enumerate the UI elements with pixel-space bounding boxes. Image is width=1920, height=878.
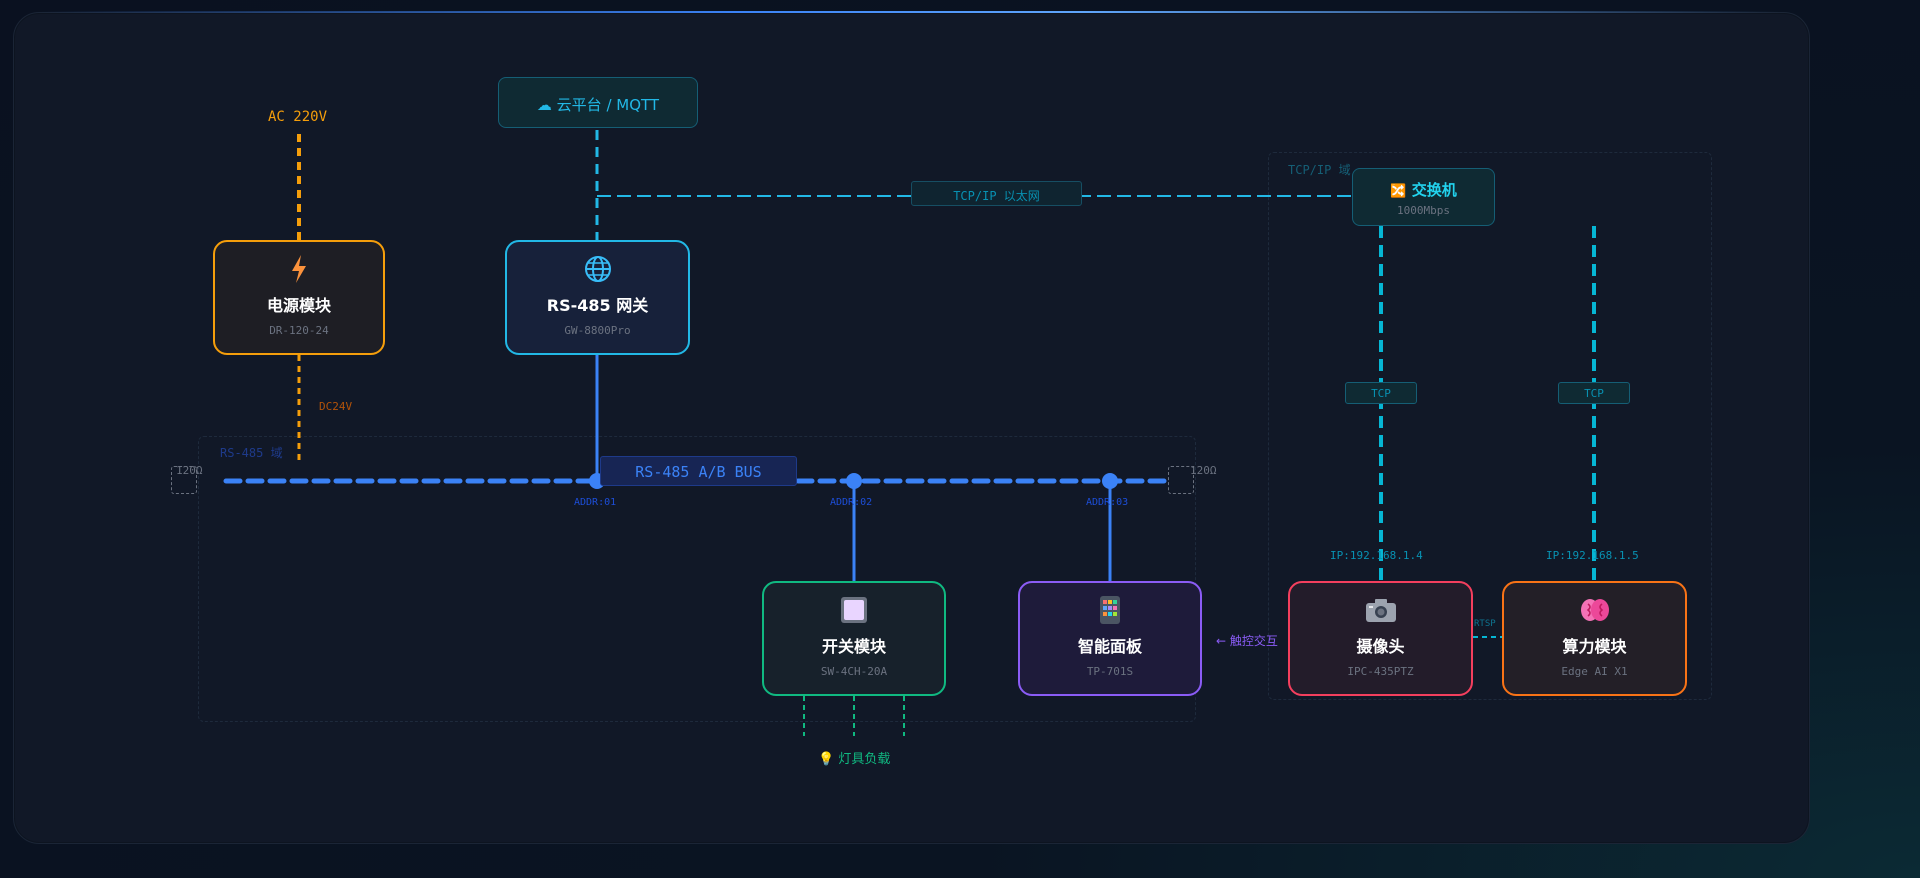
smart-panel-model: TP-701S [1086,665,1134,678]
switch-name: 🔀 交换机 [1390,181,1457,199]
tcpip-zone [1268,152,1712,700]
camera-model: IPC-435PTZ [1347,665,1414,678]
smart-panel-node: 智能面板 TP-701S [1018,581,1202,696]
terminator-left-label: 120Ω [176,464,203,477]
switch-speed: 1000Mbps [1397,204,1450,217]
terminator-right-label: 120Ω [1190,464,1217,477]
dc-power-label: DC24V [319,400,353,413]
switch-square-icon [764,595,944,625]
touch-panel-icon [1020,595,1200,625]
ac-power-label: AC 220V [268,109,328,125]
power-module-name: 电源模块 [266,296,331,315]
compute-module-model: Edge AI X1 [1561,665,1628,678]
network-switch-icon: 🔀 [1390,184,1407,199]
bus-label: RS-485 A/B BUS [600,456,797,486]
addr-label-01: ADDR:01 [574,497,617,508]
rs485-zone-label: RS-485 域 [220,446,283,460]
globe-icon [507,254,688,284]
network-switch: 🔀 交换机 1000Mbps [1352,168,1495,226]
ethernet-label: TCP/IP 以太网 [911,181,1082,206]
switch-module-name: 开关模块 [821,637,886,656]
compute-module-node: 算力模块 Edge AI X1 [1502,581,1687,696]
camera-icon [1290,595,1471,625]
gateway-name: RS-485 网关 [546,296,649,315]
lamp-load-label: 💡 灯具负载 [818,752,891,767]
rtsp-label: RTSP [1474,619,1496,629]
cloud-label: ☁ 云平台 / MQTT [536,96,660,114]
compute-module-name: 算力模块 [1562,637,1627,656]
bus-tap-02 [846,473,862,489]
camera-node: 摄像头 IPC-435PTZ [1288,581,1473,696]
lightning-icon [215,254,383,284]
power-module-model: DR-120-24 [269,324,329,337]
gateway-node: RS-485 网关 GW-8800Pro [505,240,690,355]
terminator-right [1168,466,1194,494]
rs485-zone [198,436,1196,722]
compute-ip: IP:192.168.1.5 [1546,549,1639,562]
bus-tap-03 [1102,473,1118,489]
smart-panel-name: 智能面板 [1077,637,1142,656]
tcpip-zone-label: TCP/IP 域 [1288,163,1351,177]
power-module-node: 电源模块 DR-120-24 [213,240,385,355]
tcp-badge-camera: TCP [1345,382,1417,404]
gateway-model: GW-8800Pro [564,324,631,337]
brain-icon [1504,595,1685,625]
panel-touch-label: ← 触控交互 [1216,634,1278,648]
diagram-panel [13,12,1810,844]
terminator-left [171,466,197,494]
addr-label-03: ADDR:03 [1086,497,1129,508]
tcp-badge-compute: TCP [1558,382,1630,404]
switch-module-model: SW-4CH-20A [820,665,888,678]
addr-label-02: ADDR:02 [830,497,873,508]
cloud-platform-box: ☁ 云平台 / MQTT [498,77,698,128]
top-accent-line [40,11,1780,13]
switch-module-node: 开关模块 SW-4CH-20A [762,581,946,696]
camera-ip: IP:192.168.1.4 [1330,549,1423,562]
camera-name: 摄像头 [1356,637,1405,656]
